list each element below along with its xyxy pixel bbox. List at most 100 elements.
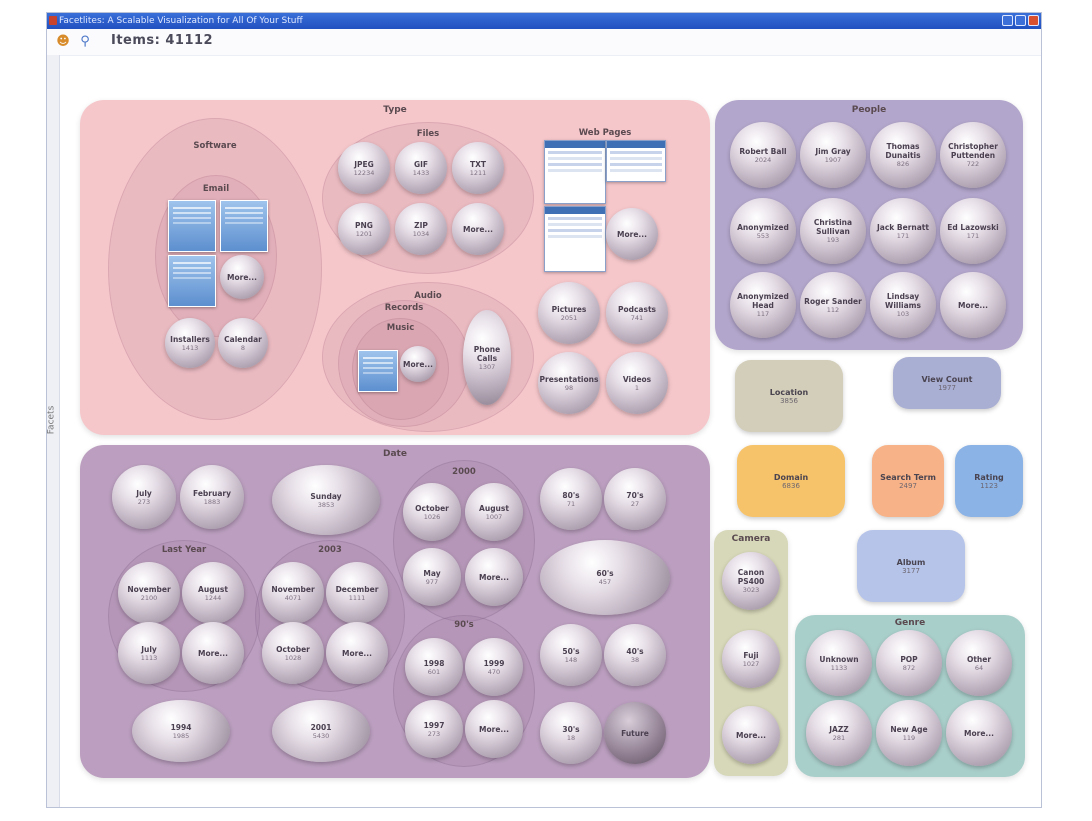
email-thumb[interactable]: [168, 255, 216, 307]
bubble-90-3[interactable]: More...: [465, 700, 523, 758]
bubble-more[interactable]: More...: [400, 346, 436, 382]
bubble-label: More...: [958, 300, 988, 310]
y2003-group-label: 2003: [318, 545, 342, 555]
music-thumb[interactable]: [358, 350, 398, 392]
web-page-thumb[interactable]: [606, 140, 666, 182]
bubble-count: 8: [240, 343, 246, 352]
close-icon[interactable]: [1028, 15, 1039, 26]
bubble-count: 18: [566, 733, 576, 742]
bubble-label: More...: [617, 229, 647, 239]
bubble-00-3[interactable]: More...: [465, 548, 523, 606]
bubble-count: 273: [427, 729, 441, 738]
search-icon[interactable]: ⚲: [80, 34, 90, 49]
bubble-ly-3[interactable]: More...: [182, 622, 244, 684]
camera-title: Camera: [731, 534, 771, 544]
facets-sidebar[interactable]: Facets: [47, 55, 60, 807]
bubble-person-11[interactable]: More...: [940, 272, 1006, 338]
bubble-more[interactable]: More...: [220, 255, 264, 299]
bubble-label: Jim Gray: [815, 146, 851, 156]
email-thumb[interactable]: [168, 200, 216, 252]
bubble-count: 112: [826, 305, 840, 314]
home-icon[interactable]: ☻: [56, 34, 70, 49]
y90s-group-label: 90's: [454, 620, 474, 630]
email-thumb[interactable]: [220, 200, 268, 252]
web-page-thumb[interactable]: [544, 140, 606, 204]
bubble-files-5[interactable]: More...: [452, 203, 504, 255]
minimize-icon[interactable]: [1002, 15, 1013, 26]
web-page-thumb[interactable]: [544, 206, 606, 272]
bubble-camera-2[interactable]: More...: [722, 706, 780, 764]
bubble-label: 1998: [423, 658, 445, 668]
bubble-03-3[interactable]: More...: [326, 622, 388, 684]
maximize-icon[interactable]: [1015, 15, 1026, 26]
bubble-count: 64: [974, 663, 984, 672]
bubble-genre-5[interactable]: More...: [946, 700, 1012, 766]
bubble-label: Christopher Puttenden: [948, 142, 998, 160]
bubble-more[interactable]: More...: [606, 208, 658, 260]
box-label: Domain: [773, 472, 809, 482]
bubble-future[interactable]: Future: [604, 702, 666, 764]
bubble-count: 12234: [353, 168, 375, 177]
bubble-label: More...: [198, 648, 228, 658]
